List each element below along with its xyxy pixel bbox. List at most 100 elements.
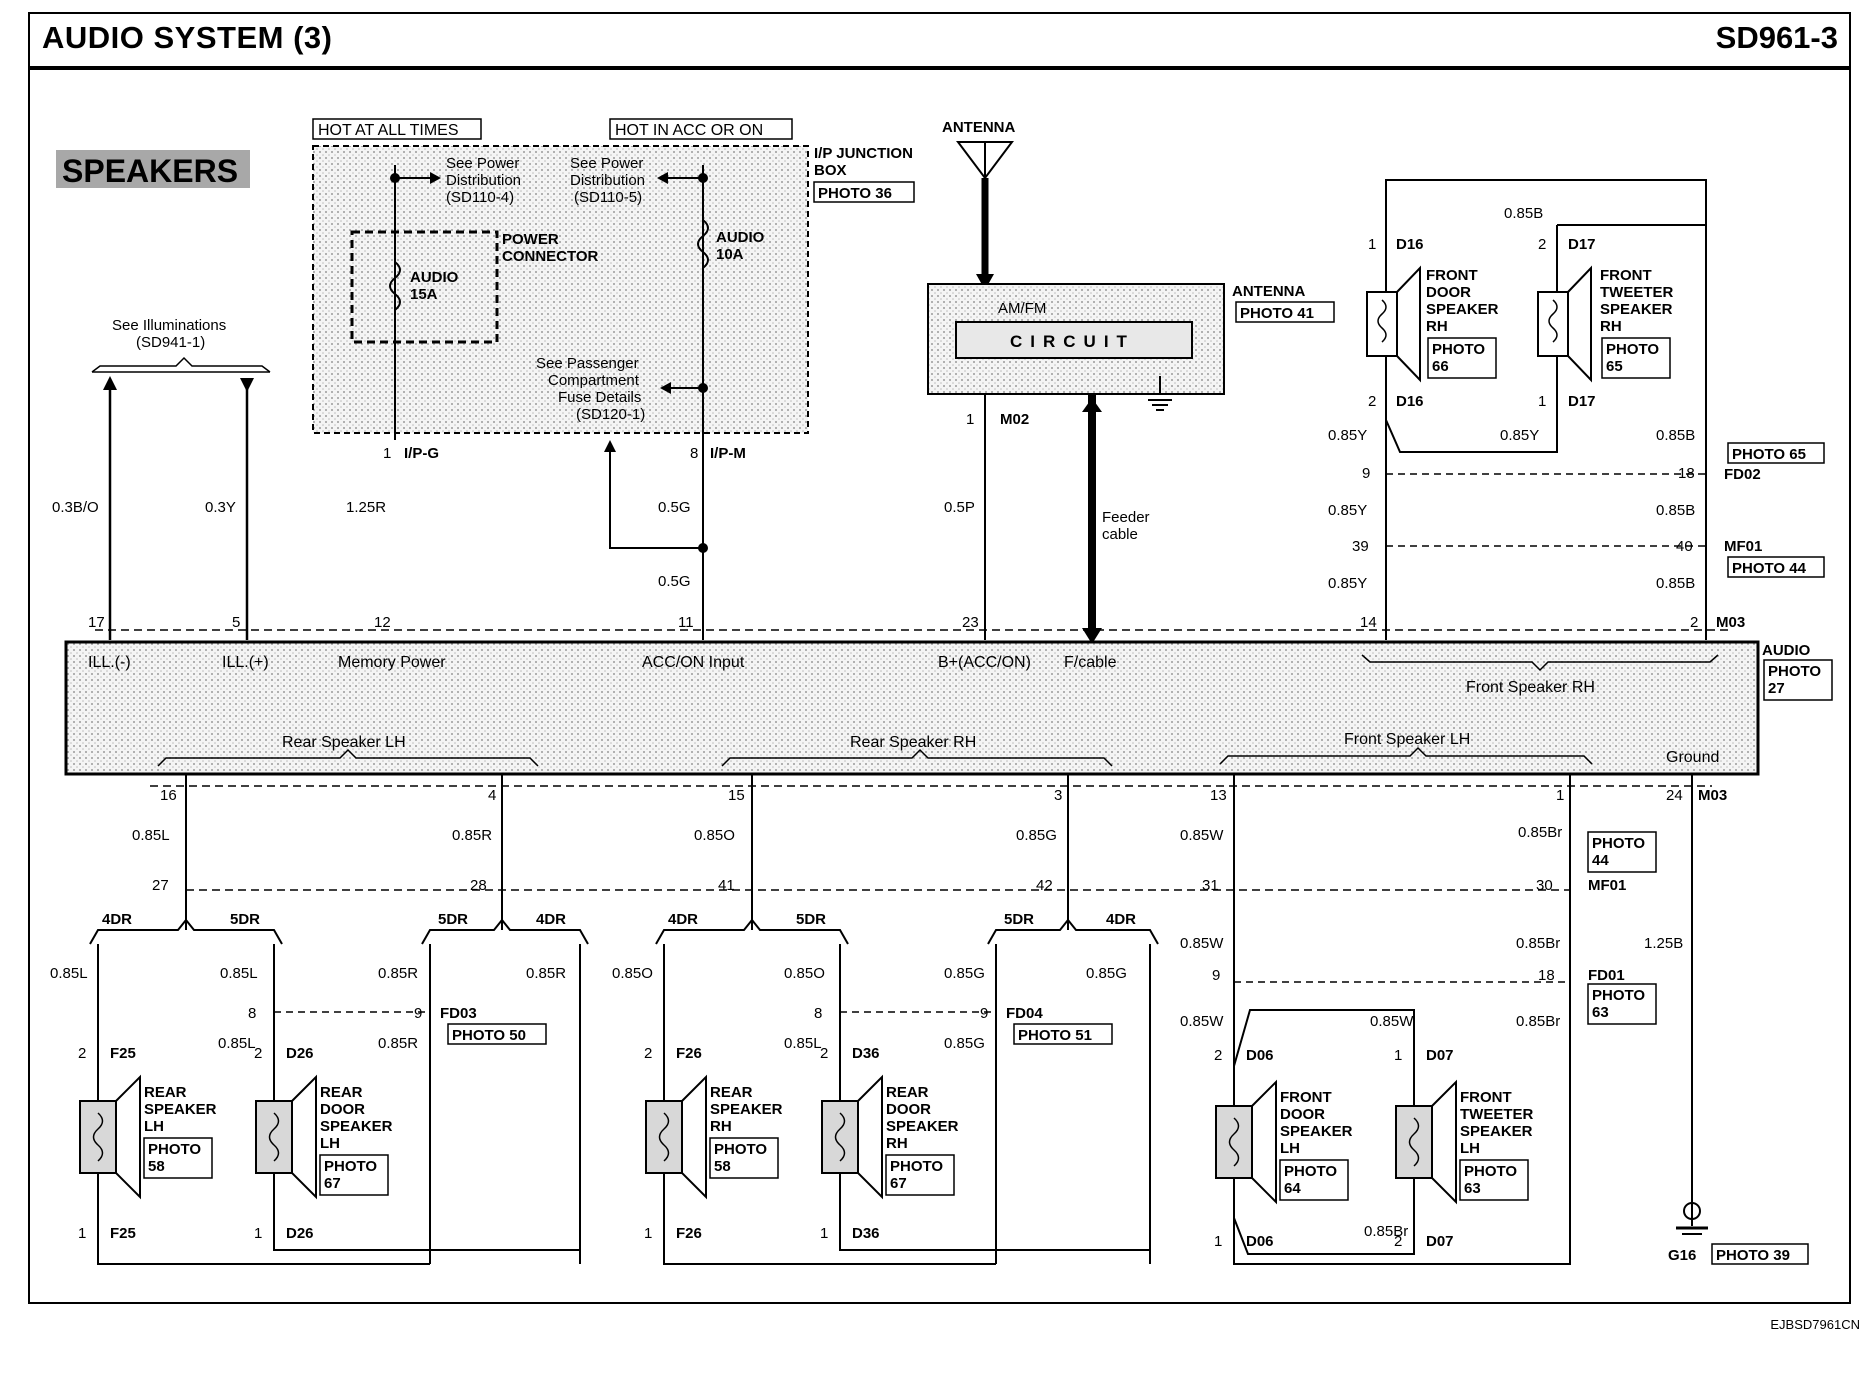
frh-d16-bottom: D16 xyxy=(1396,393,1424,410)
speaker-name-0-1: SPEAKER xyxy=(144,1101,217,1118)
frh-pin9: 9 xyxy=(1362,465,1370,482)
speaker-pin-bottom-4: 1 xyxy=(1214,1233,1222,1250)
front-door-speaker-rh-icon xyxy=(1366,291,1398,357)
wire-u-085g: 0.85G xyxy=(1016,827,1057,844)
speaker-photo-0-1: 58 xyxy=(148,1158,165,1175)
frh-door-name-1: FRONT xyxy=(1426,267,1478,284)
dr-2: 5DR xyxy=(230,911,260,928)
frh-w-085b-1: 0.85B xyxy=(1656,427,1695,444)
see-power-1-a: See Power xyxy=(446,155,519,172)
speaker-name-1-2: SPEAKER xyxy=(320,1118,393,1135)
hot-in-acc: HOT IN ACC OR ON xyxy=(615,122,763,139)
see-passenger-3: Fuse Details xyxy=(558,389,641,406)
wire-l-085w-1: 0.85W xyxy=(1180,1013,1224,1030)
diagram-frame xyxy=(28,12,1851,1304)
see-power-2-a: See Power xyxy=(570,155,643,172)
wire-m-085l-1: 0.85L xyxy=(50,965,88,982)
power-connector-box xyxy=(350,230,499,344)
speaker-conn-bottom-4: D06 xyxy=(1246,1233,1274,1250)
ground-g16-icon xyxy=(1683,1202,1701,1220)
dr-8: 4DR xyxy=(1106,911,1136,928)
m03-connector-top: M03 xyxy=(1716,614,1745,631)
speaker-name-2-1: SPEAKER xyxy=(710,1101,783,1118)
see-passenger-4: (SD120-1) xyxy=(576,406,645,423)
pin-11: 11 xyxy=(678,614,694,631)
fd04-connector: FD04 xyxy=(1006,1005,1043,1022)
speaker-name-3-2: SPEAKER xyxy=(886,1118,959,1135)
term-fcable: F/cable xyxy=(1064,654,1117,671)
wire-l-085g: 0.85G xyxy=(944,1035,985,1052)
frh-pin39: 39 xyxy=(1352,538,1369,555)
fd04-photo: PHOTO 51 xyxy=(1018,1027,1092,1044)
speaker-pin-top-3: 2 xyxy=(820,1045,828,1062)
frh-door-name-3: SPEAKER xyxy=(1426,301,1499,318)
speaker-photo-1-0: PHOTO xyxy=(324,1158,377,1175)
dr-5: 4DR xyxy=(668,911,698,928)
speaker-photo-0-0: PHOTO xyxy=(148,1141,201,1158)
speaker-photo-4-0: PHOTO xyxy=(1284,1163,1337,1180)
speaker-conn-top-0: F25 xyxy=(110,1045,136,1062)
speaker-icon-3 xyxy=(821,1100,859,1174)
header-bar xyxy=(28,12,1851,70)
speaker-name-4-0: FRONT xyxy=(1280,1089,1332,1106)
mf01-pin-27: 27 xyxy=(152,877,169,894)
speaker-conn-top-2: F26 xyxy=(676,1045,702,1062)
mf01-pin-31: 31 xyxy=(1202,877,1219,894)
fd01-connector: FD01 xyxy=(1588,967,1625,984)
label-front-lh: Front Speaker LH xyxy=(1344,731,1470,748)
pin-1: 1 xyxy=(1556,787,1564,804)
speaker-photo-2-1: 58 xyxy=(714,1158,731,1175)
frh-w-085b-3: 0.85B xyxy=(1656,575,1695,592)
speaker-pin-bottom-5: 2 xyxy=(1394,1233,1402,1250)
mf01-pin-28: 28 xyxy=(470,877,487,894)
pin-17: 17 xyxy=(88,614,105,631)
label-ground: Ground xyxy=(1666,749,1719,766)
feeder-cable-2: cable xyxy=(1102,526,1138,543)
mf01-connector-bottom: MF01 xyxy=(1588,877,1626,894)
speaker-conn-top-5: D07 xyxy=(1426,1047,1454,1064)
speaker-pin-bottom-2: 1 xyxy=(644,1225,652,1242)
wire-085br-last: 0.85Br xyxy=(1364,1223,1408,1240)
pin-2: 2 xyxy=(1690,614,1698,631)
frh-tw-name-2: TWEETER xyxy=(1600,284,1673,301)
speaker-name-3-1: DOOR xyxy=(886,1101,931,1118)
frh-pin1: 1 xyxy=(1368,236,1376,253)
mf01-photo-top: PHOTO 44 xyxy=(1732,560,1807,577)
speaker-pin-top-4: 2 xyxy=(1214,1047,1222,1064)
fd04-pin8: 8 xyxy=(814,1005,822,1022)
speaker-name-3-0: REAR xyxy=(886,1084,929,1101)
wire-u-085w: 0.85W xyxy=(1180,827,1224,844)
pin-23: 23 xyxy=(962,614,979,631)
speaker-name-1-3: LH xyxy=(320,1135,340,1152)
wire-05g-a: 0.5G xyxy=(658,499,691,516)
speaker-name-2-0: REAR xyxy=(710,1084,753,1101)
antenna-box-label: ANTENNA xyxy=(1232,283,1305,300)
fd03-photo: PHOTO 50 xyxy=(452,1027,526,1044)
speaker-icon-2 xyxy=(645,1100,683,1174)
fd01-photo-2: 63 xyxy=(1592,1004,1609,1021)
ground-photo: PHOTO 39 xyxy=(1716,1247,1790,1264)
speaker-pin-bottom-0: 1 xyxy=(78,1225,86,1242)
pin-13: 13 xyxy=(1210,787,1227,804)
wire-l-085l-2: 0.85L xyxy=(784,1035,822,1052)
speaker-name-4-1: DOOR xyxy=(1280,1106,1325,1123)
hot-in-acc-box xyxy=(609,118,793,140)
antenna-label: ANTENNA xyxy=(942,119,1015,136)
mf01-pin-41: 41 xyxy=(718,877,735,894)
speaker-name-2-2: RH xyxy=(710,1118,732,1135)
ipm-connector: I/P-M xyxy=(710,445,746,462)
wire-085b-top: 0.85B xyxy=(1504,205,1543,222)
speaker-pin-bottom-1: 1 xyxy=(254,1225,262,1242)
mf01-pin-30: 30 xyxy=(1536,877,1553,894)
pin-4: 4 xyxy=(488,787,496,804)
see-passenger-2: Compartment xyxy=(548,372,640,389)
frh-pin1b: 1 xyxy=(1538,393,1546,410)
section-title-bg xyxy=(56,150,250,188)
frh-pin2: 2 xyxy=(1538,236,1546,253)
fd02-connector: FD02 xyxy=(1724,466,1761,483)
frh-pin40: 40 xyxy=(1676,538,1693,555)
ipg-connector: I/P-G xyxy=(404,445,439,462)
dr-6: 5DR xyxy=(796,911,826,928)
speaker-pin-bottom-3: 1 xyxy=(820,1225,828,1242)
mf01-connector-top: MF01 xyxy=(1724,538,1762,555)
